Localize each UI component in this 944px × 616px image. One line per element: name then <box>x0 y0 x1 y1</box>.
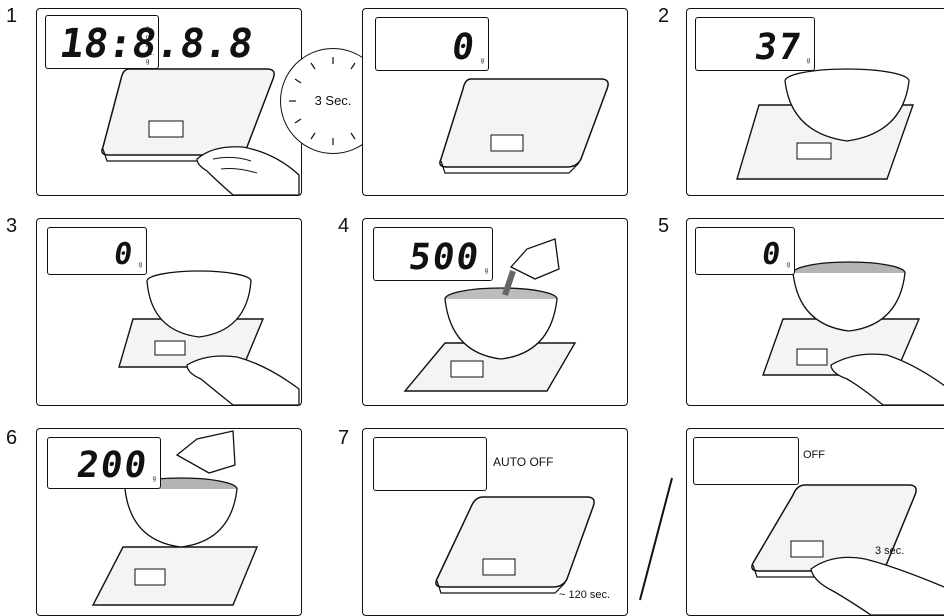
display-value: 200 <box>74 448 150 484</box>
panel-zero: 0 g <box>362 8 628 196</box>
step-number-2: 2 <box>658 6 669 26</box>
display-panel-6: 0 g <box>695 227 795 275</box>
unit-label: g <box>481 58 484 64</box>
unit-label: g <box>787 262 790 268</box>
step-number-1: 1 <box>6 6 17 26</box>
panel-auto-off: AUTO OFF ~ 120 sec. <box>362 428 628 616</box>
display-value: 0 <box>112 240 136 270</box>
panel-add-second-ingredient: 200 g <box>36 428 302 616</box>
display-value: 500 <box>406 240 482 276</box>
display-panel-3: 37 g <box>695 17 815 71</box>
step-number-5: 5 <box>658 216 669 236</box>
display-value: 18:8.8.8 <box>57 24 255 64</box>
step-number-7: 7 <box>338 428 349 448</box>
display-panel-4: 0 g <box>47 227 147 275</box>
step-number-6: 6 <box>6 428 17 448</box>
panel-manual-off: OFF 3 sec. <box>686 428 944 616</box>
display-value: 0 <box>760 240 784 270</box>
display-value: 0 <box>450 30 479 66</box>
auto-off-time: ~ 120 sec. <box>559 589 610 601</box>
display-panel-7: 200 g <box>47 437 161 489</box>
unit-label: g <box>153 476 156 482</box>
display-value: 37 <box>752 30 804 66</box>
off-time: 3 sec. <box>875 545 904 557</box>
panel-add-ingredient: 500 g <box>362 218 628 406</box>
panel-tare-again: 0 g <box>686 218 944 406</box>
unit-label: g <box>807 58 810 64</box>
display-panel-8-blank <box>373 437 487 491</box>
unit-label: g <box>139 262 142 268</box>
display-panel-9-blank <box>693 437 799 485</box>
panel-tare-bowl: 0 g <box>36 218 302 406</box>
auto-off-label: AUTO OFF <box>493 455 553 469</box>
off-label: OFF <box>803 449 825 461</box>
step-number-4: 4 <box>338 216 349 236</box>
panel-bowl-weight: 37 g <box>686 8 944 196</box>
display-panel-5: 500 g <box>373 227 493 281</box>
or-separator-slash <box>636 474 676 604</box>
step-number-3: 3 <box>6 216 17 236</box>
unit-label: g <box>485 268 488 274</box>
display-panel-2: 0 g <box>375 17 489 71</box>
